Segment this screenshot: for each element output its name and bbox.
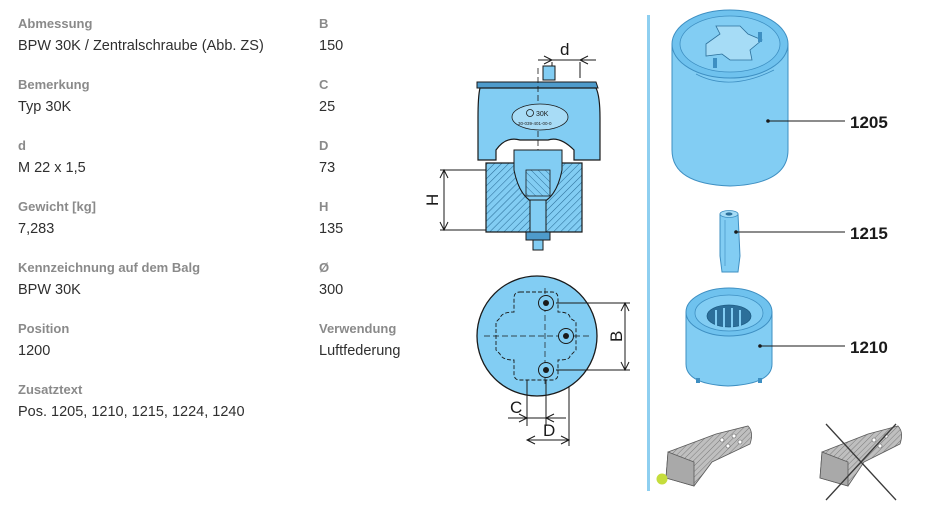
part-1215-drawing: 1215 — [719, 210, 888, 273]
spec-position: Position 1200 — [18, 321, 69, 360]
spec-gewicht: Gewicht [kg] 7,283 — [18, 199, 96, 238]
spec-value: 73 — [319, 160, 336, 176]
dim-c-label: C — [510, 398, 522, 417]
part-1210-number: 1210 — [850, 338, 888, 357]
spec-abmessung: Abmessung BPW 30K / Zentralschraube (Abb… — [18, 16, 264, 55]
dim-d-label: d — [560, 40, 569, 59]
spec-value: 300 — [319, 282, 344, 298]
spec-bemerkung: Bemerkung Typ 30K — [18, 77, 90, 116]
part-1205-number: 1205 — [850, 113, 888, 132]
spec-b: B 150 — [319, 16, 343, 55]
dim-D-label: D — [543, 421, 555, 440]
spec-value: Pos. 1205, 1210, 1215, 1224, 1240 — [18, 404, 245, 420]
spec-verwendung: Verwendung Luftfederung — [319, 321, 400, 360]
bellow-code: 30-039-401-00-0 — [518, 121, 552, 126]
crossed-bracket-icon — [819, 423, 902, 501]
spec-kennzeichnung: Kennzeichnung auf dem Balg BPW 30K — [18, 260, 200, 299]
part-1205-drawing: 1205 — [671, 9, 888, 187]
spec-h: H 135 — [319, 199, 343, 238]
dim-b-label: B — [607, 331, 626, 342]
spec-label: B — [319, 16, 329, 31]
spec-c: C 25 — [319, 77, 335, 116]
spec-label: Bemerkung — [18, 77, 90, 92]
dim-h-label: H — [423, 194, 442, 206]
spec-D: D 73 — [319, 138, 335, 177]
spec-value: BPW 30K / Zentralschraube (Abb. ZS) — [18, 38, 264, 54]
section-divider — [647, 15, 650, 491]
spec-label: Gewicht [kg] — [18, 199, 97, 214]
spec-value: M 22 x 1,5 — [18, 160, 86, 176]
spec-value: 150 — [319, 38, 344, 54]
spec-diameter: Ø 300 — [319, 260, 343, 299]
spec-value: 135 — [319, 221, 344, 237]
part-1215-number: 1215 — [850, 224, 888, 243]
side-section-drawing: d 30K 30-039-401-00-0 H — [423, 40, 601, 251]
spec-d: d M 22 x 1,5 — [18, 138, 86, 177]
spec-value: Luftfederung — [319, 343, 401, 359]
spec-label: C — [319, 77, 329, 92]
spec-value: 1200 — [18, 343, 51, 359]
spec-label: Ø — [319, 260, 330, 275]
spec-label: Verwendung — [319, 321, 397, 336]
spec-label: D — [319, 138, 329, 153]
spec-zusatztext: Zusatztext Pos. 1205, 1210, 1215, 1224, … — [18, 382, 245, 421]
spec-value: 7,283 — [18, 221, 55, 237]
part-1210-drawing: 1210 — [685, 287, 888, 387]
spec-label: d — [18, 138, 26, 153]
bellow-mark: 30K — [536, 111, 549, 118]
top-view-drawing: B C D — [476, 275, 630, 446]
spec-value: Typ 30K — [18, 99, 72, 115]
spec-value: BPW 30K — [18, 282, 81, 298]
spec-label: Kennzeichnung auf dem Balg — [18, 260, 201, 275]
spec-label: Position — [18, 321, 70, 336]
spec-label: Abmessung — [18, 16, 93, 31]
bracket-icon — [665, 425, 752, 487]
status-dot — [656, 473, 668, 485]
spec-label: Zusatztext — [18, 382, 83, 397]
spec-value: 25 — [319, 99, 336, 115]
spec-label: H — [319, 199, 329, 214]
